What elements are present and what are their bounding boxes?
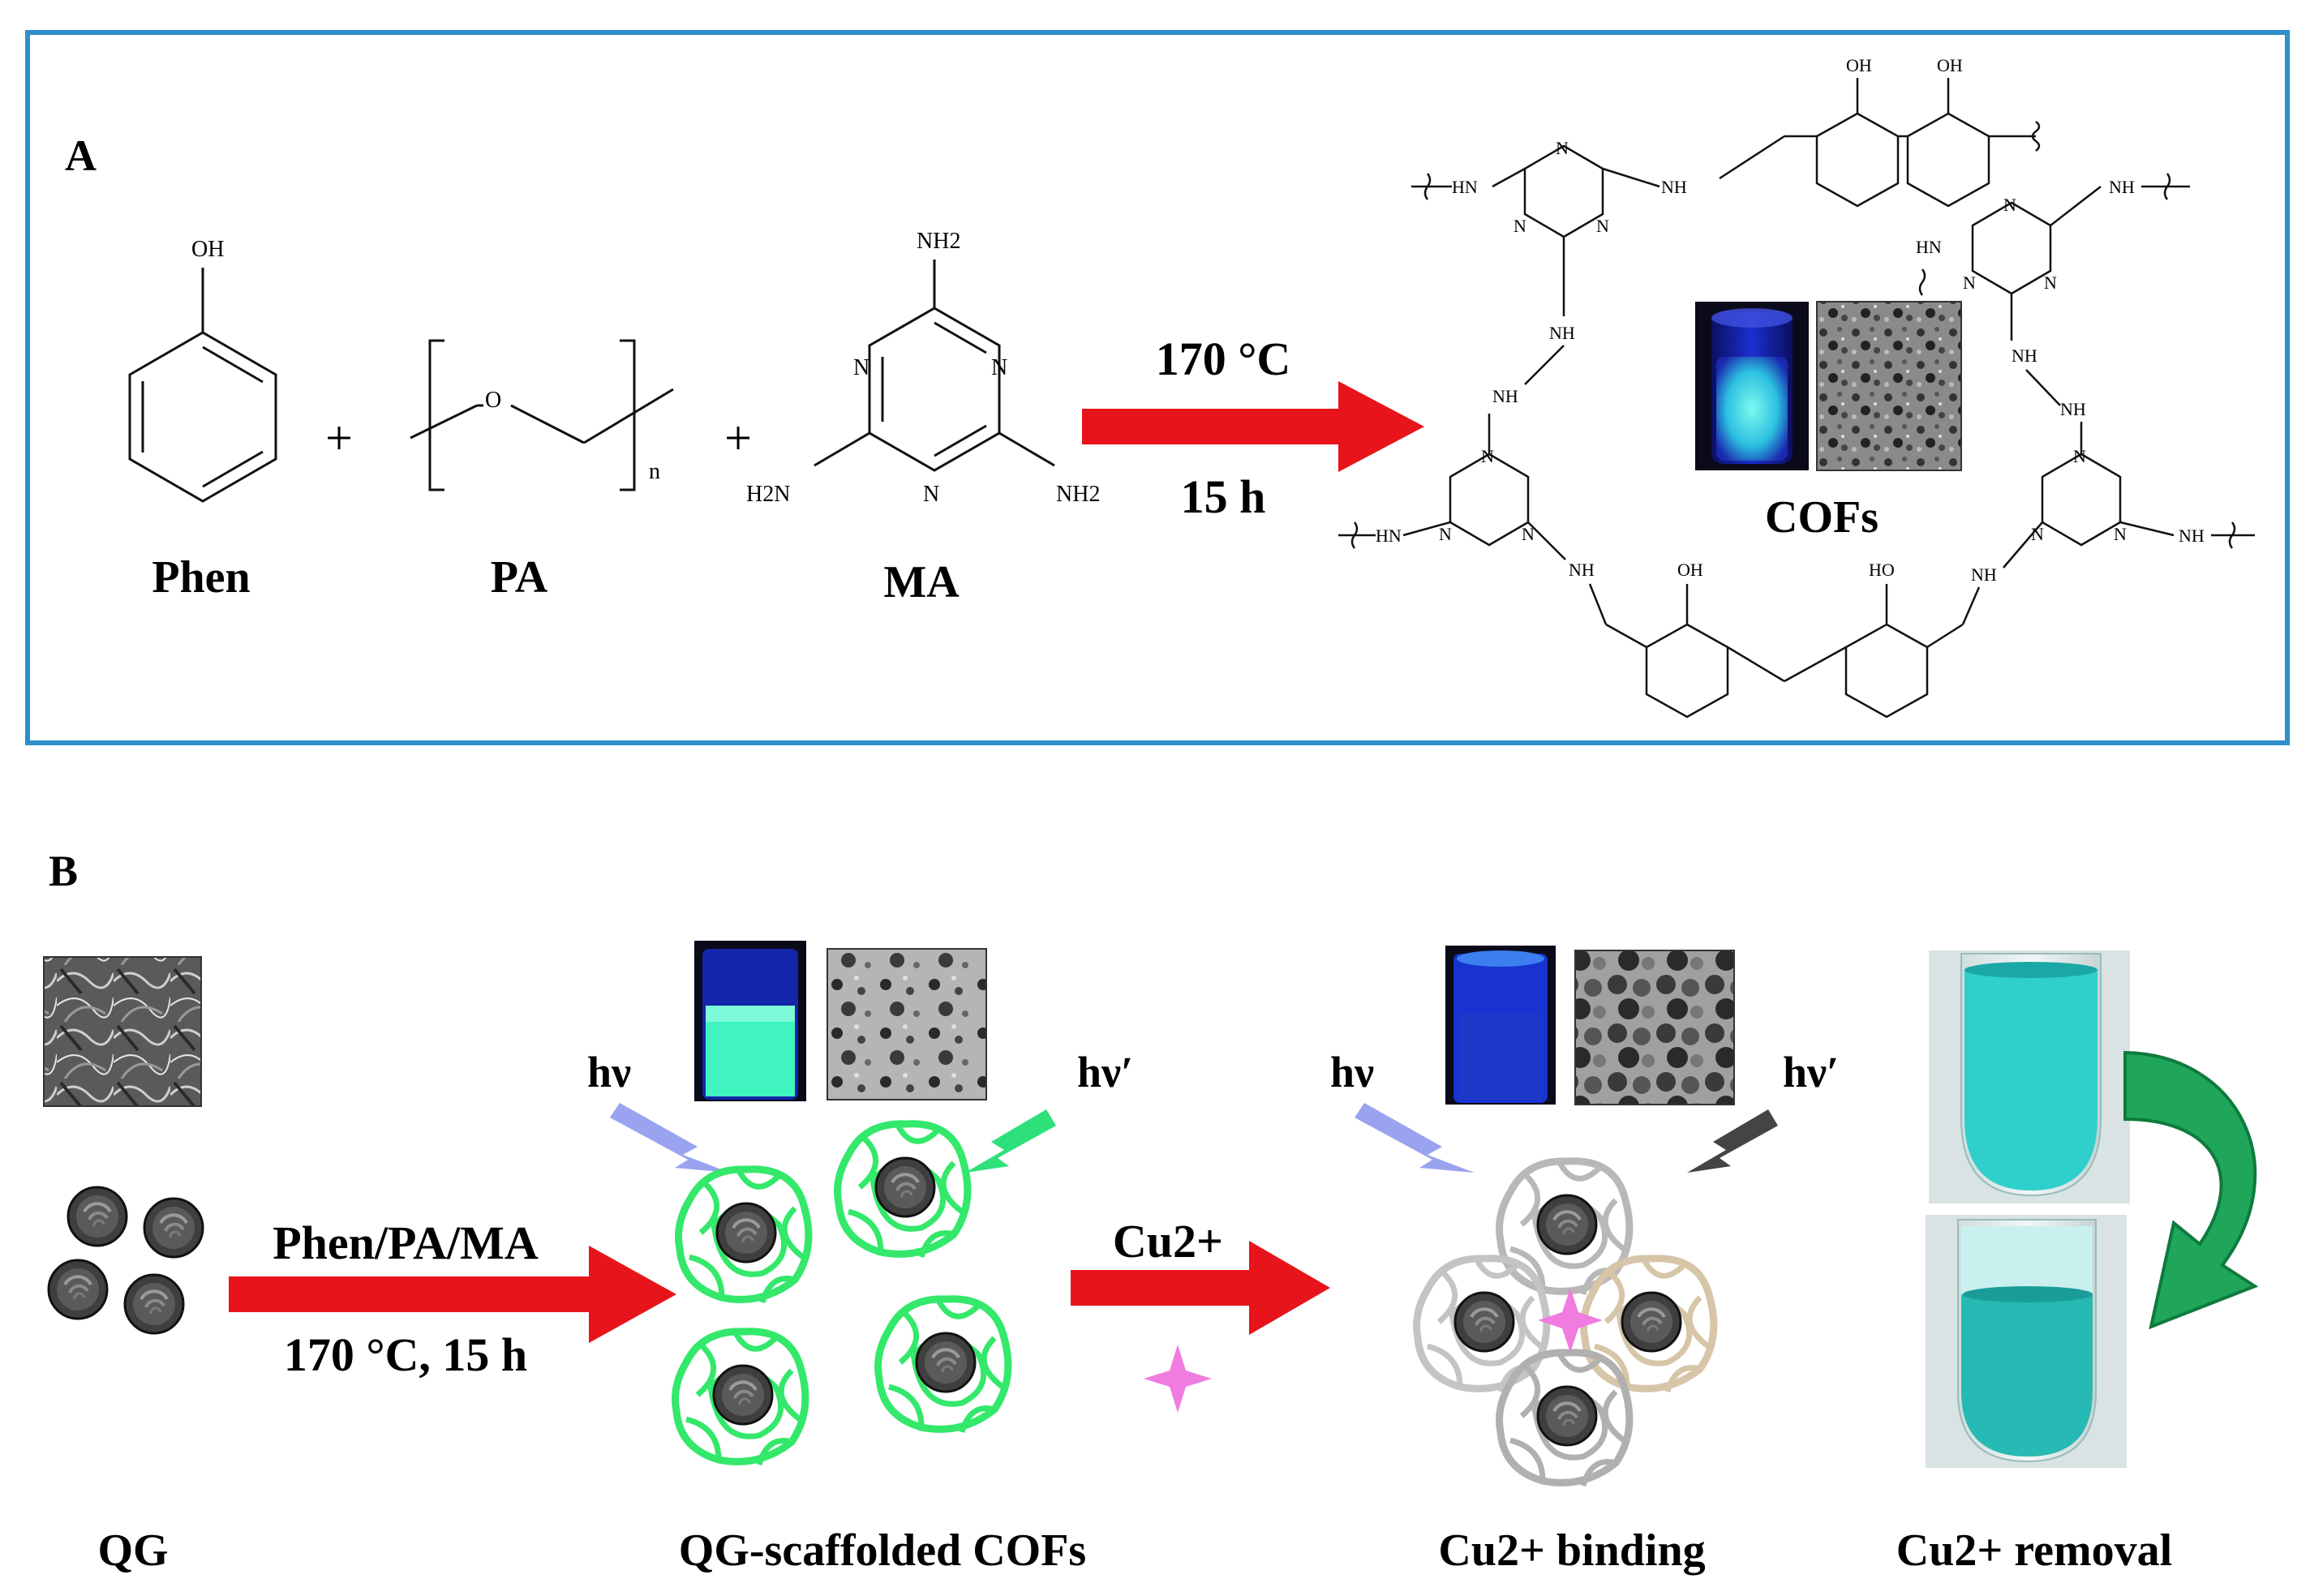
svg-text:NH: NH: [1549, 323, 1575, 343]
product-label-cofs: COFs: [1765, 492, 1878, 543]
panel-a-label: A: [65, 131, 97, 180]
svg-text:N: N: [853, 355, 869, 380]
svg-text:NH: NH: [1661, 177, 1687, 197]
svg-text:NH: NH: [2012, 345, 2037, 366]
melamine-structure: NH2 N N N NH2 H2N: [746, 229, 1100, 507]
svg-text:NH: NH: [1492, 386, 1518, 406]
panel-a-frame: [25, 30, 2290, 745]
svg-text:N: N: [1439, 524, 1452, 544]
svg-text:O: O: [485, 388, 501, 413]
cu-bound-aggregate: [1417, 1161, 1714, 1486]
svg-text:OH: OH: [1846, 55, 1872, 75]
excitation-bolt-1: [610, 1103, 730, 1173]
stage-label-cu-removal: Cu2+ removal: [1896, 1525, 2172, 1576]
svg-text:N: N: [1963, 272, 1976, 293]
svg-text:N: N: [923, 482, 939, 507]
cu-sparkle-1: [1144, 1345, 1212, 1413]
svg-text:N: N: [991, 355, 1007, 380]
cof-fluorescent-vial: [1695, 302, 1809, 470]
reaction-arrow-b2: [1071, 1241, 1330, 1335]
svg-text:NH: NH: [1971, 564, 1997, 585]
svg-text:HN: HN: [1916, 237, 1942, 257]
hv-prime-label-1: hν′: [1077, 1048, 1133, 1096]
cof-tem-image-b: [827, 948, 987, 1100]
phenol-structure: OH: [128, 237, 277, 503]
cof-tem-image: [1816, 301, 1962, 471]
qg-cof-particles: [676, 1124, 1008, 1465]
hv-prime-label-2: hν′: [1783, 1048, 1839, 1096]
svg-text:HN: HN: [1376, 526, 1402, 546]
reactant-label-pa: PA: [491, 552, 548, 603]
svg-text:N: N: [1481, 446, 1494, 466]
svg-text:N: N: [2114, 524, 2127, 544]
svg-text:H2N: H2N: [746, 482, 790, 507]
reagents-label: Phen/PA/MA: [273, 1216, 539, 1269]
svg-text:N: N: [2003, 195, 2016, 215]
hv-label-1: hν: [587, 1048, 631, 1096]
quenched-vial: [1445, 946, 1556, 1105]
cu-ion-label: Cu2+: [1113, 1215, 1223, 1268]
plus-sign-1: +: [325, 411, 353, 465]
condition-b1: 170 °C, 15 h: [284, 1328, 527, 1381]
emission-bolt-quenched: [1687, 1109, 1778, 1173]
cu-solution-tube-before: [1929, 950, 2130, 1203]
svg-text:HN: HN: [1452, 177, 1478, 197]
svg-text:NH: NH: [2179, 526, 2205, 546]
removal-curved-arrow: [2123, 1050, 2259, 1330]
reaction-arrow-b1: [229, 1246, 676, 1343]
panel-b-label: B: [49, 847, 78, 895]
quenched-tem-image: [1574, 950, 1735, 1105]
stage-label-qg: QG: [97, 1525, 168, 1576]
cof-vial-b: [694, 941, 806, 1101]
svg-text:n: n: [649, 459, 660, 484]
stage-label-cu-binding: Cu2+ binding: [1438, 1525, 1705, 1576]
emission-bolt-1: [965, 1109, 1056, 1173]
svg-text:HO: HO: [1869, 560, 1895, 580]
svg-text:NH: NH: [2060, 399, 2086, 419]
hv-label-2: hν: [1330, 1048, 1374, 1096]
stage-label-qg-cofs: QG-scaffolded COFs: [679, 1525, 1086, 1576]
condition-temp-a: 170 °C: [1156, 332, 1291, 385]
svg-text:N: N: [1522, 524, 1535, 544]
svg-text:N: N: [1556, 138, 1569, 158]
reactant-label-ma: MA: [883, 557, 960, 607]
reaction-arrow-a: [1082, 381, 1424, 472]
excitation-bolt-2: [1355, 1103, 1475, 1173]
cu-solution-tube-after: [1926, 1215, 2127, 1468]
svg-text:N: N: [2031, 524, 2044, 544]
paraformaldehyde-structure: O n: [410, 339, 674, 491]
cof-macrocycle-structure: OH OH NH N N N HN NH NH N N N NH HN NH: [1338, 55, 2255, 719]
svg-text:OH: OH: [191, 237, 224, 262]
svg-text:OH: OH: [1677, 560, 1703, 580]
svg-text:NH: NH: [1569, 560, 1595, 580]
qg-dots: [47, 1186, 204, 1335]
svg-text:NH2: NH2: [1056, 482, 1100, 507]
svg-text:OH: OH: [1937, 55, 1963, 75]
svg-text:NH2: NH2: [917, 229, 960, 254]
plus-sign-2: +: [724, 411, 752, 465]
reactant-label-phen: Phen: [152, 552, 250, 603]
svg-text:N: N: [2073, 446, 2086, 466]
svg-text:NH: NH: [2109, 177, 2135, 197]
condition-time-a: 15 h: [1181, 470, 1266, 523]
svg-text:N: N: [1514, 216, 1526, 236]
svg-text:N: N: [1596, 216, 1609, 236]
svg-text:N: N: [2044, 272, 2057, 293]
qg-tem-image: [43, 956, 202, 1107]
